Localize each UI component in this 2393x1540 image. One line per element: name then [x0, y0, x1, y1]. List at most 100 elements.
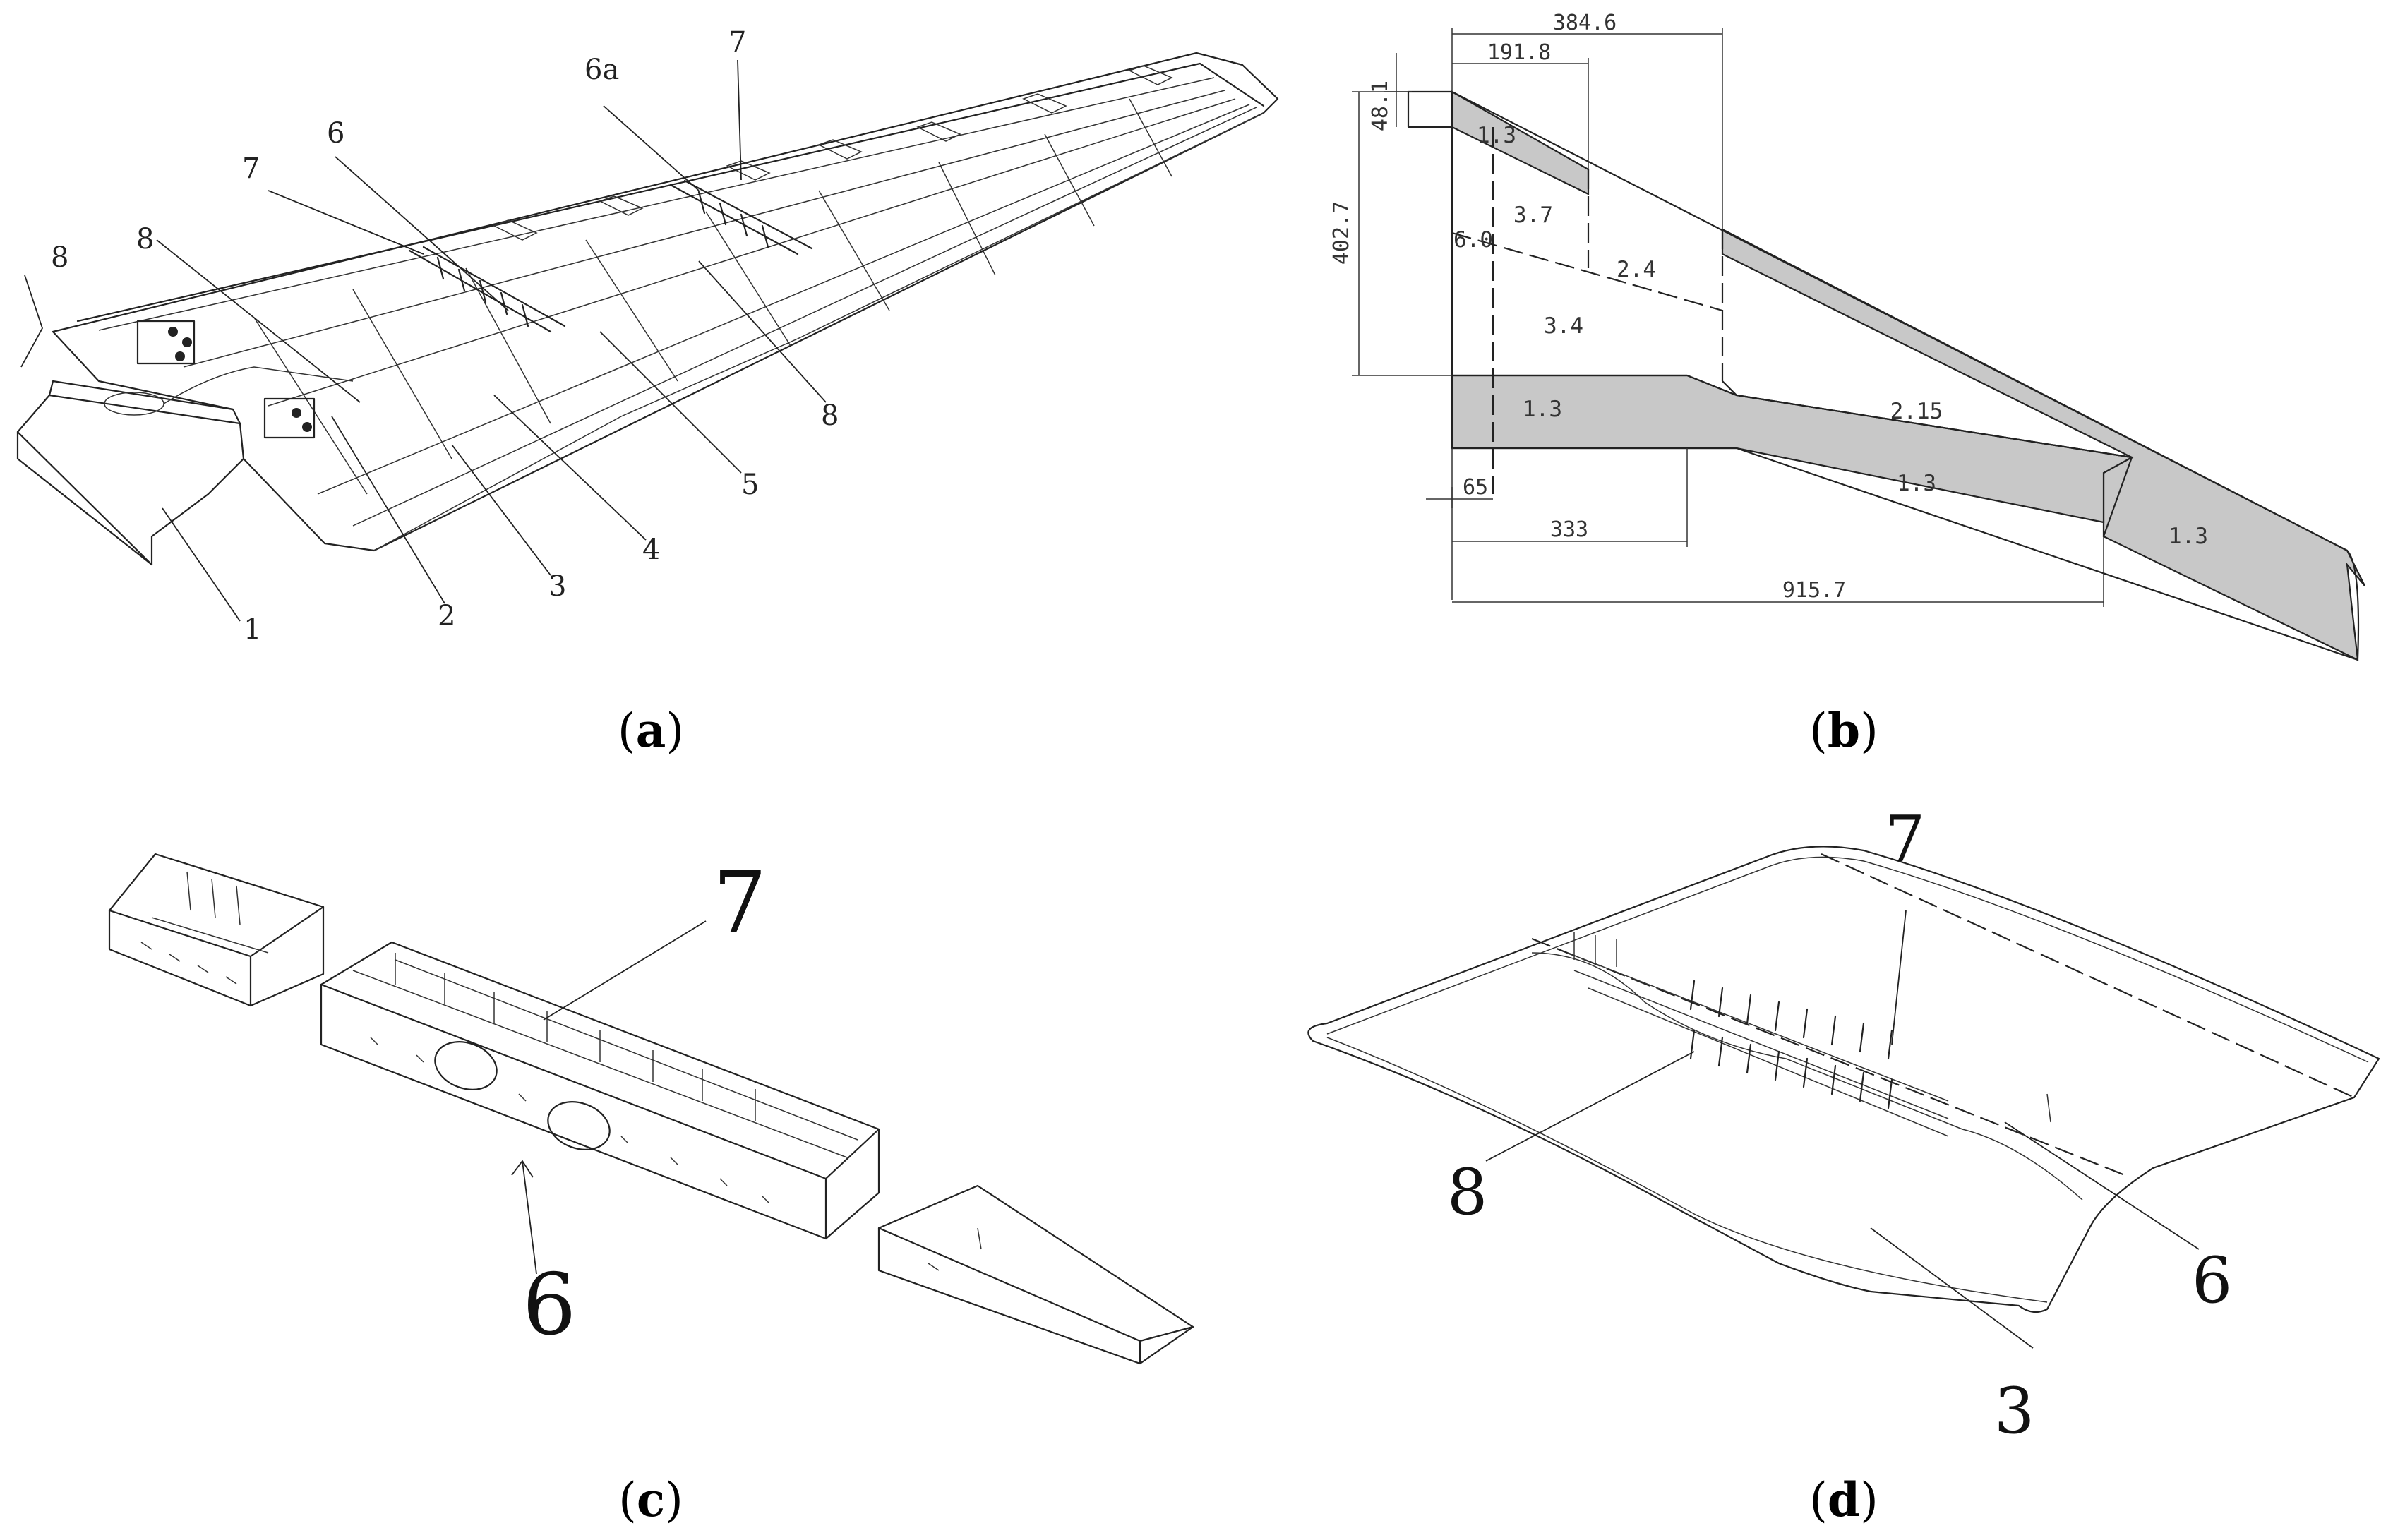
panel-d-label-3: 3: [1994, 1374, 2034, 1448]
panel-a-rib-flanges: [493, 65, 1173, 241]
panel-a-ribs: [253, 98, 1172, 495]
panel-b-zone-1-3-trailing: 1.3: [1523, 397, 1562, 422]
panel-a-main-spar: [183, 90, 1225, 368]
panel-a-label-7-left: 7: [242, 152, 260, 185]
panel-d-spar-lines: [1531, 853, 2355, 1177]
panel-a-callout-3: [451, 444, 551, 576]
panel-d-upper-skin-inner: [1326, 856, 2369, 1063]
panel-a-callout-6: [335, 156, 509, 311]
panel-a-bolt: [292, 408, 301, 418]
panel-a-bolt: [175, 351, 185, 361]
panel-d-label-8: 8: [1447, 1155, 1487, 1229]
panel-b-dim-402: 402.7: [1329, 201, 1354, 265]
panel-b-dim-384: 384.6: [1553, 11, 1617, 35]
panel-a-callout-8-left: [20, 275, 43, 368]
panel-a-trailing-edge-inner: [373, 112, 1264, 551]
panel-a-root-block: [16, 394, 245, 566]
panel-a-label-8-left: 8: [51, 241, 68, 274]
panel-d-label-6: 6: [2192, 1244, 2232, 1318]
panel-a-callout-1: [162, 507, 241, 622]
panel-b-dim-65: 65: [1463, 475, 1488, 500]
panel-b-zone-2-4: 2.4: [1617, 257, 1656, 282]
panel-c-main-box-marks: [370, 1037, 770, 1204]
panel-b-dim-191: 191.8: [1487, 40, 1551, 65]
panel-d-internal-structure: [1531, 952, 2083, 1201]
panel-a-callout-8-right: [698, 260, 827, 403]
panel-b-zone-boundaries: [1451, 127, 1737, 494]
panel-b-zone-1-3-mid: 1.3: [1897, 471, 1936, 496]
panel-b-dim-48: 48.1: [1368, 80, 1393, 131]
panel-a-callout-8-mid: [156, 239, 361, 403]
panel-c-access-hole-1: [434, 1041, 498, 1090]
panel-c-label-6: 6: [522, 1256, 576, 1354]
panel-b-zone-2-15: 2.15: [1890, 399, 1943, 424]
panel-a-actuator-array-1: [408, 246, 566, 333]
panel-a-root-fitting-1: [136, 320, 196, 365]
panel-c-access-hole-2: [547, 1101, 611, 1150]
panel-d-label-7: 7: [1885, 802, 1925, 877]
panel-a-mid-spar: [268, 98, 1236, 407]
panel-c-main-box-top-rails: [352, 959, 858, 1158]
panel-c-right-wedge-marks: [928, 1227, 982, 1271]
panel-d-actuators-row-1: [1689, 980, 1893, 1060]
panel-a-label-8-right: 8: [821, 399, 839, 432]
panel-a-root-block-top: [48, 380, 241, 425]
panel-b-zone-3-7: 3.7: [1513, 203, 1553, 228]
panel-c-drawing: 7 6: [108, 853, 1194, 1365]
panel-a-actuator-ticks-2: [697, 191, 769, 248]
panel-a-rear-spar: [317, 104, 1250, 495]
panel-b-zone-shade-leading: [1721, 228, 2365, 661]
panel-c-main-box-posts: [395, 953, 756, 1121]
panel-a-root-block-side: [16, 431, 153, 566]
panel-d-caption: (d): [1809, 1472, 1878, 1527]
panel-b-zone-6-0: 6.0: [1453, 227, 1493, 253]
panel-d-actuator-rails: [1566, 952, 1949, 1137]
panel-b-dim-line-333: [1451, 448, 1688, 600]
panel-a-label-6: 6: [327, 117, 344, 150]
panel-a-root-hole: [104, 392, 164, 416]
panel-a-rear-spar-2: [352, 107, 1257, 527]
panel-a-label-2: 2: [438, 600, 455, 632]
panel-c-label-7: 7: [713, 854, 767, 952]
panel-a-bolt: [182, 337, 192, 347]
panel-b-caption: (b): [1809, 703, 1878, 758]
panel-c-main-box: [320, 941, 880, 1240]
panel-d-drawing: 7 8 6 3: [1307, 802, 2380, 1448]
panel-c-left-box-stiffeners: [151, 871, 269, 954]
panel-a-callout-2: [331, 416, 445, 604]
panel-a-actuator-array-2: [669, 179, 813, 255]
panel-d-wing-outline: [1307, 846, 2380, 1313]
panel-b-planform-outline: [1407, 90, 2360, 661]
panel-a-leading-edge: [76, 62, 1265, 323]
panel-a-label-5: 5: [741, 469, 759, 501]
panel-a-label-1: 1: [244, 613, 261, 646]
panel-c-left-box-edges: [108, 906, 325, 1007]
panel-a-label-8-mid: 8: [136, 223, 154, 255]
panel-d-callout-8: [1485, 1051, 1695, 1162]
panel-c-left-box: [108, 853, 325, 1007]
panel-a-label-3: 3: [548, 570, 566, 603]
panel-a-label-4: 4: [642, 534, 660, 566]
panel-a-root-fitting-2: [263, 397, 316, 439]
panel-a-front-spar: [98, 77, 1215, 331]
panel-b-zone-shade-top-root: [1451, 90, 1590, 195]
panel-a-drawing: 8 8 7 6 6a 7 1 2 3 4 5 8: [16, 26, 1279, 646]
panel-a-bolt: [302, 422, 312, 432]
panel-c-callout-7: [543, 920, 707, 1021]
panel-d-callout-6: [2004, 1121, 2200, 1250]
panel-a-callout-7-right: [737, 59, 742, 181]
panel-d-actuators-row-2: [1689, 1029, 1893, 1109]
panel-b-dim-line-915: [1452, 536, 2104, 607]
panel-a-bolt: [168, 327, 178, 337]
panel-c-right-wedge: [877, 1184, 1194, 1365]
panel-a-root-curve: [163, 366, 354, 404]
panel-a-callout-5: [599, 331, 742, 474]
panel-b-zone-1-3-root: 1.3: [1477, 123, 1516, 148]
panel-b-spar-line: [1736, 394, 2133, 459]
panel-c-right-wedge-edges: [877, 1227, 1194, 1365]
panel-a-callout-6a: [603, 105, 700, 191]
panel-a-label-6a: 6a: [584, 54, 619, 86]
panel-b-dim-333: 333: [1550, 517, 1588, 542]
panel-a-callout-7-left: [268, 190, 424, 255]
